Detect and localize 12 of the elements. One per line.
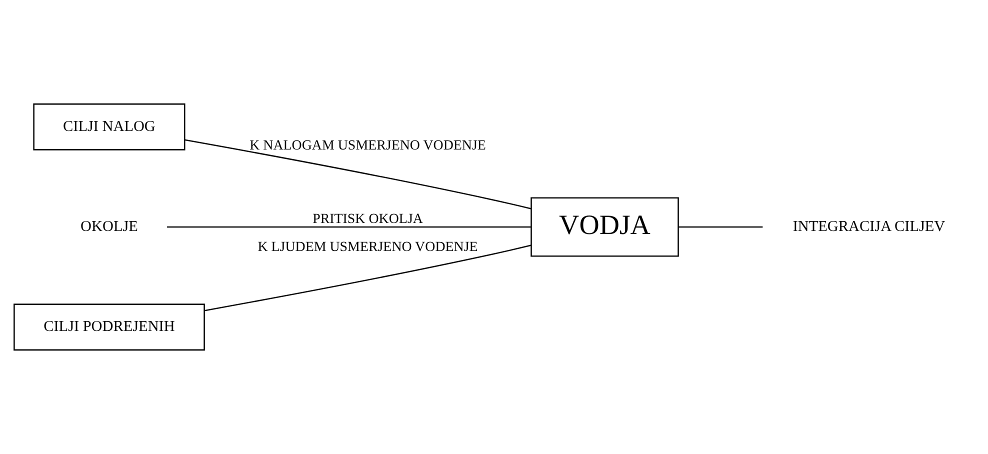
connector — [678, 226, 762, 228]
connector — [184, 139, 531, 210]
node-box: CILJI NALOG — [32, 103, 185, 150]
edge-label: K NALOGAM USMERJENO VODENJE — [249, 138, 486, 154]
node-box: VODJA — [530, 197, 678, 257]
edge-label: K LJUDEM USMERJENO VODENJE — [257, 240, 478, 255]
connector — [166, 226, 530, 228]
node-box: CILJI PODREJENIH — [13, 304, 204, 351]
node-text: OKOLJE — [80, 218, 138, 235]
node-text: INTEGRACIJA CILJEV — [792, 218, 945, 235]
connector — [204, 244, 531, 312]
edge-label: PRITISK OKOLJA — [312, 212, 422, 227]
